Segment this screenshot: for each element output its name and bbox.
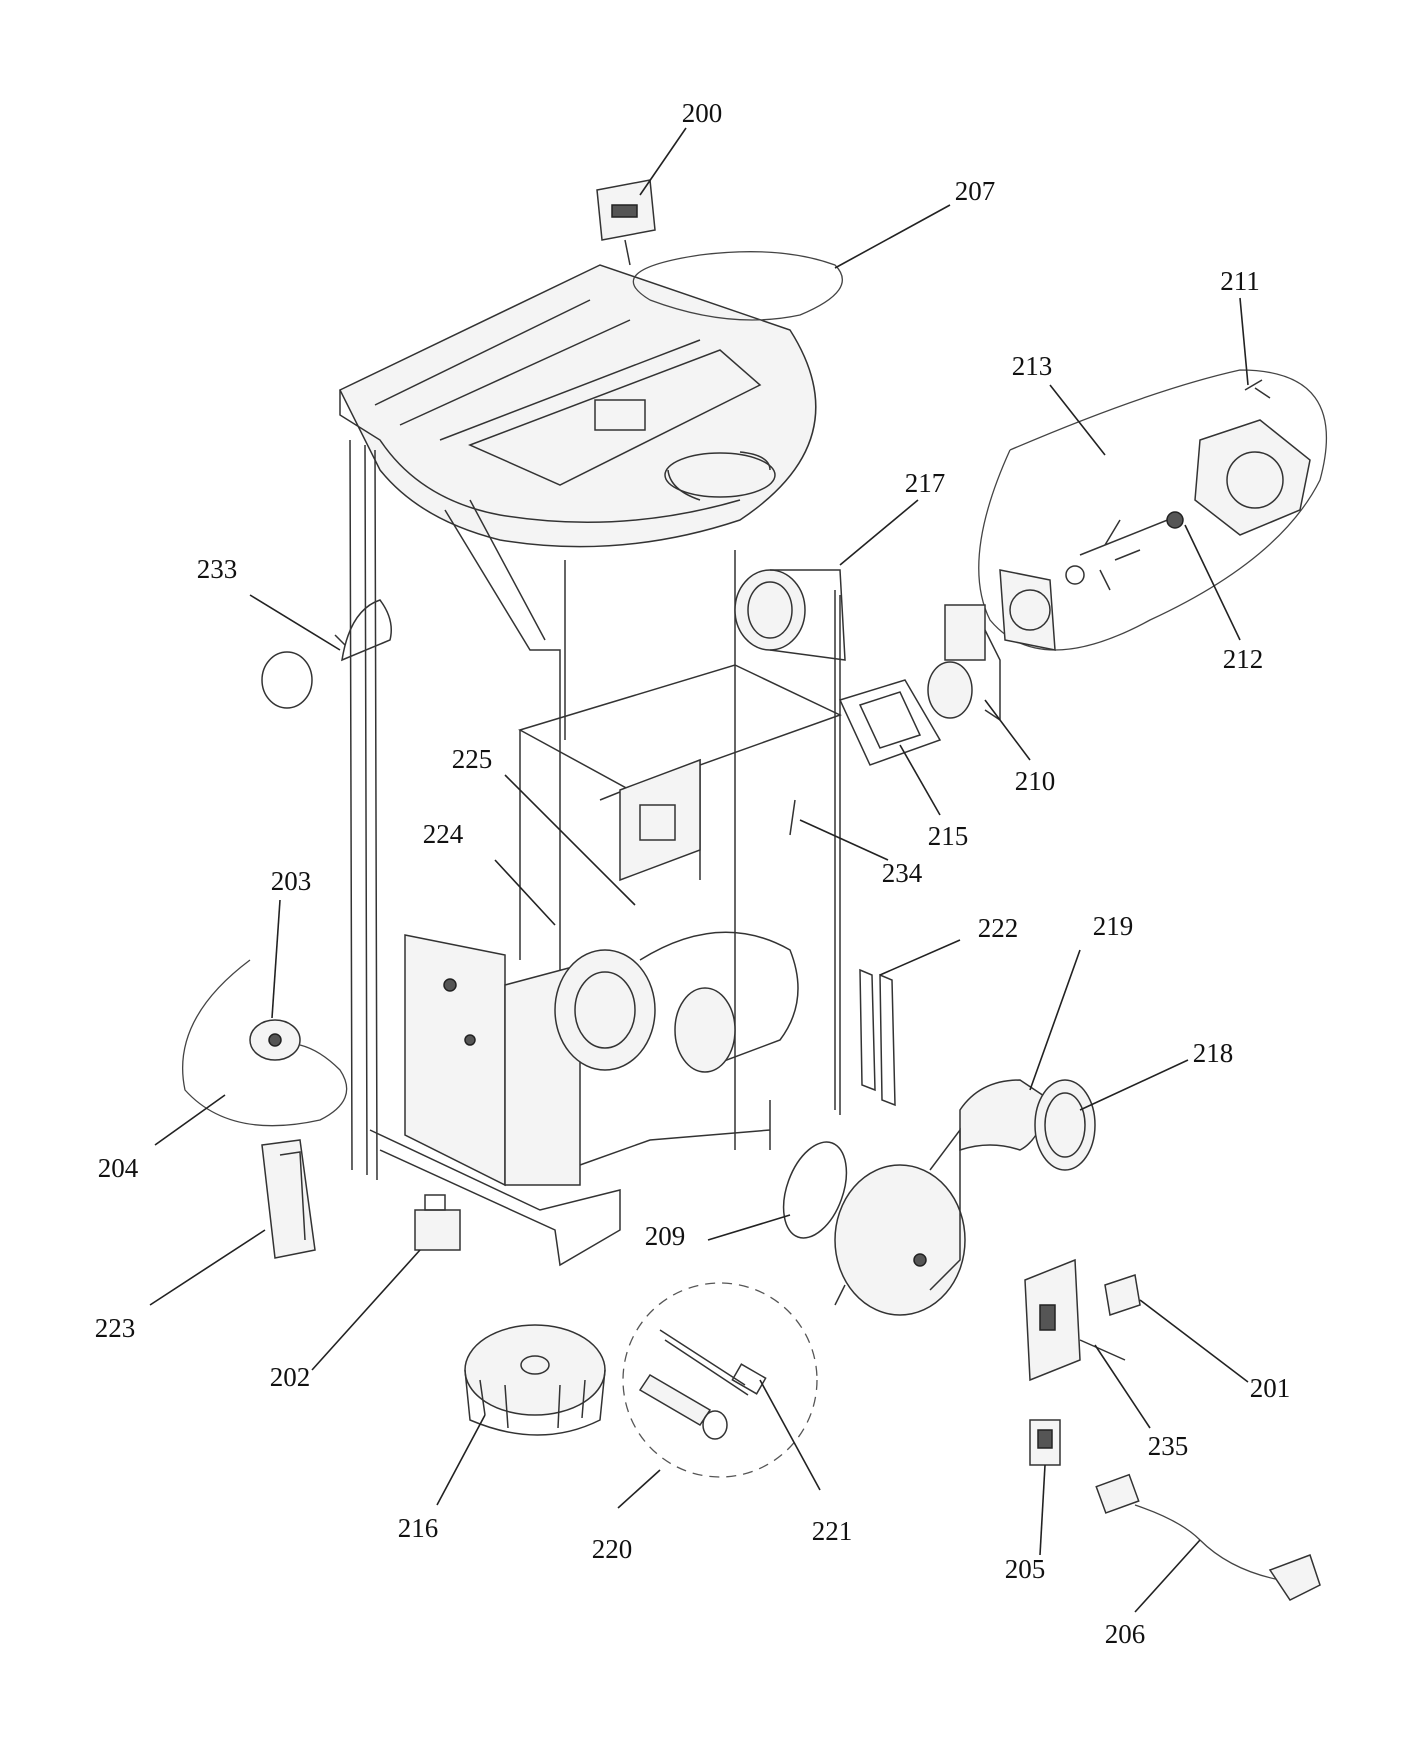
part-201-235-electronics (1024, 1258, 1141, 1382)
part-number-labels: 200 207 211 213 217 233 212 210 225 224 … (95, 98, 1291, 1649)
top-lid (338, 264, 817, 548)
label-211: 211 (1220, 266, 1260, 296)
label-204: 204 (98, 1153, 139, 1183)
label-212: 212 (1223, 644, 1264, 674)
part-216-fan-wheel (464, 1324, 606, 1436)
label-221: 221 (812, 1516, 853, 1546)
label-206: 206 (1105, 1619, 1146, 1649)
base-frame (369, 1129, 621, 1267)
frame-left-rail (349, 439, 378, 1181)
part-219-218-flue-pipe (959, 1079, 1096, 1171)
label-216: 216 (398, 1513, 439, 1543)
label-235: 235 (1148, 1431, 1189, 1461)
label-218: 218 (1193, 1038, 1234, 1068)
leader-lines (149, 127, 1249, 1613)
part-204-tube (181, 959, 348, 1127)
part-206-power-cord (1095, 1473, 1321, 1601)
part-200-control-panel (596, 179, 656, 266)
label-219: 219 (1093, 911, 1134, 941)
stove-body (261, 179, 846, 1267)
label-223: 223 (95, 1313, 136, 1343)
label-200: 200 (682, 98, 723, 128)
part-202-terminal (414, 1194, 461, 1251)
part-217-flue-collar (734, 569, 846, 661)
label-222: 222 (978, 913, 1019, 943)
frame-right-column (734, 550, 841, 1150)
part-203-pressure-switch (249, 1019, 301, 1061)
middle-chamber (518, 664, 842, 960)
part-220-221-igniter-group (622, 1282, 818, 1478)
label-203: 203 (271, 866, 312, 896)
label-202: 202 (270, 1362, 311, 1392)
label-224: 224 (423, 819, 464, 849)
side-panel-left (404, 934, 506, 1187)
hopper-chute (444, 499, 566, 1020)
blower-housing (834, 1127, 966, 1316)
label-207: 207 (955, 176, 996, 206)
part-234-pin (789, 799, 796, 836)
label-201: 201 (1250, 1373, 1291, 1403)
label-234: 234 (882, 858, 923, 888)
label-213: 213 (1012, 351, 1053, 381)
base-frame-rear (579, 1100, 771, 1166)
part-207-cable (632, 251, 843, 321)
part-213-motor-group (978, 369, 1328, 651)
part-210-auger-motor (927, 604, 1001, 722)
label-215: 215 (928, 821, 969, 851)
part-209-o-ring (782, 1141, 848, 1239)
label-220: 220 (592, 1534, 633, 1564)
part-225-exhaust-fan (554, 931, 799, 1073)
label-210: 210 (1015, 766, 1056, 796)
label-217: 217 (905, 468, 946, 498)
label-225: 225 (452, 744, 493, 774)
label-233: 233 (197, 554, 238, 584)
part-223-control-board (261, 1139, 316, 1259)
part-233-vent (261, 599, 392, 709)
label-205: 205 (1005, 1554, 1046, 1584)
part-222-gaskets (859, 968, 896, 1107)
part-205-switch (1029, 1419, 1061, 1466)
label-209: 209 (645, 1221, 686, 1251)
part-215-gasket (838, 679, 942, 766)
